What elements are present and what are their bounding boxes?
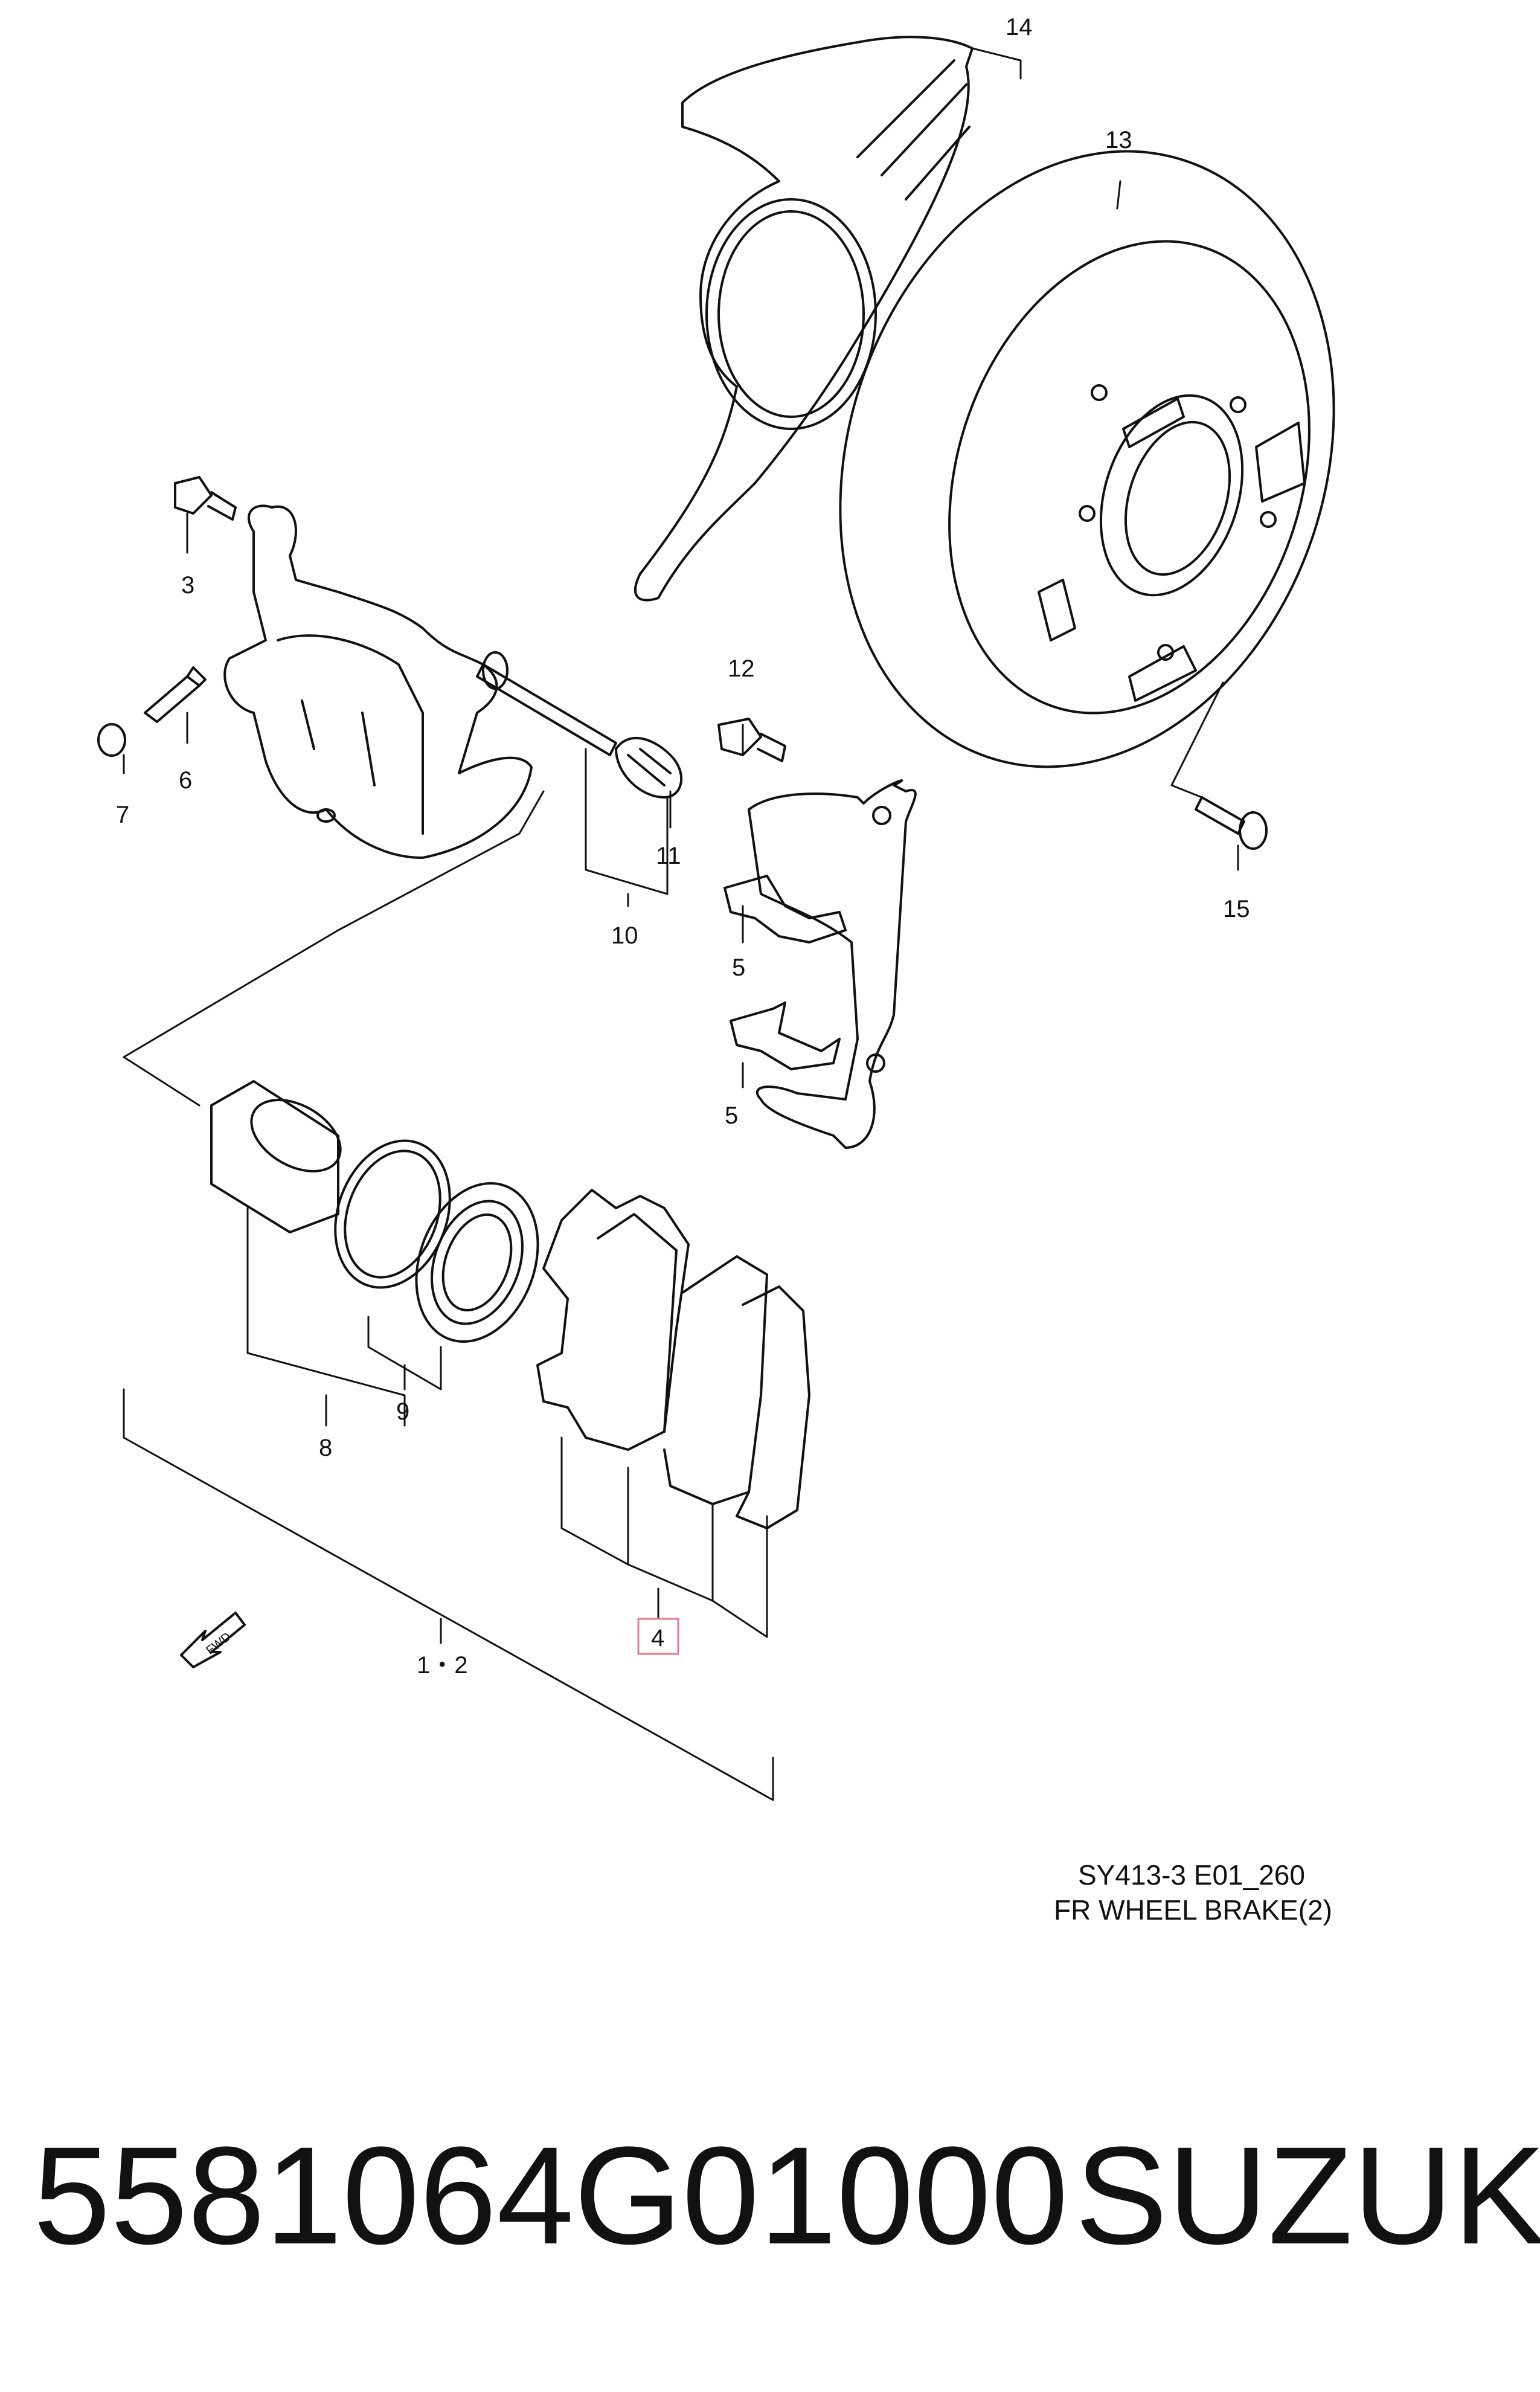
bleeder-cap-part xyxy=(97,723,126,757)
callout-1-2: 1・2 xyxy=(417,1652,468,1679)
piston-part xyxy=(210,1080,342,1233)
dust-shield-part xyxy=(634,36,974,602)
callout-5-upper: 5 xyxy=(732,954,745,981)
guide-pin-boot-part xyxy=(615,737,682,799)
brake-rotor-part xyxy=(839,150,1335,768)
leader-lines xyxy=(123,47,1239,1801)
callout-12: 12 xyxy=(728,655,755,682)
callout-13: 13 xyxy=(1105,127,1132,153)
diagram-title-caption: FR WHEEL BRAKE(2) xyxy=(1054,1894,1332,1926)
piston-boot-part xyxy=(415,1182,539,1343)
bleeder-screw-part xyxy=(144,666,207,723)
callout-4-highlight xyxy=(637,1618,679,1655)
caliper-bracket-part xyxy=(748,779,917,1149)
diagram-code-caption: SY413-3 E01_260 xyxy=(1078,1859,1305,1891)
callout-14: 14 xyxy=(1006,14,1033,40)
part-number: 5581064G01000 xyxy=(33,2118,1068,2273)
callout-3: 3 xyxy=(181,572,194,599)
callout-11: 11 xyxy=(656,843,681,869)
callout-6: 6 xyxy=(179,767,192,794)
fwd-arrow-icon xyxy=(180,1612,246,1668)
pad-clip-upper-part xyxy=(723,875,847,944)
pad-clip-lower-part xyxy=(730,1001,841,1070)
brake-exploded-diagram: 14 13 3 12 6 7 11 15 10 5 5 9 8 4 1・2 FW… xyxy=(97,14,1335,1926)
brand-name: SUZUKI xyxy=(1075,2118,1540,2273)
guide-pin-part xyxy=(476,651,617,756)
callout-7: 7 xyxy=(116,802,129,828)
callout-9: 9 xyxy=(396,1398,409,1425)
rotor-screw-part xyxy=(1195,796,1268,850)
caliper-housing-part xyxy=(223,504,533,859)
caliper-bolt-part xyxy=(174,476,237,521)
callout-labels: 14 13 3 12 6 7 11 15 10 5 5 9 8 4 1・2 FW… xyxy=(116,14,1250,1679)
callout-8: 8 xyxy=(319,1435,332,1461)
brake-pads-part xyxy=(536,1189,810,1529)
callout-10: 10 xyxy=(611,922,638,949)
callout-5-lower: 5 xyxy=(725,1102,738,1129)
bracket-bolt-part xyxy=(717,718,786,762)
callout-15: 15 xyxy=(1223,896,1250,922)
callout-4: 4 xyxy=(651,1625,664,1651)
